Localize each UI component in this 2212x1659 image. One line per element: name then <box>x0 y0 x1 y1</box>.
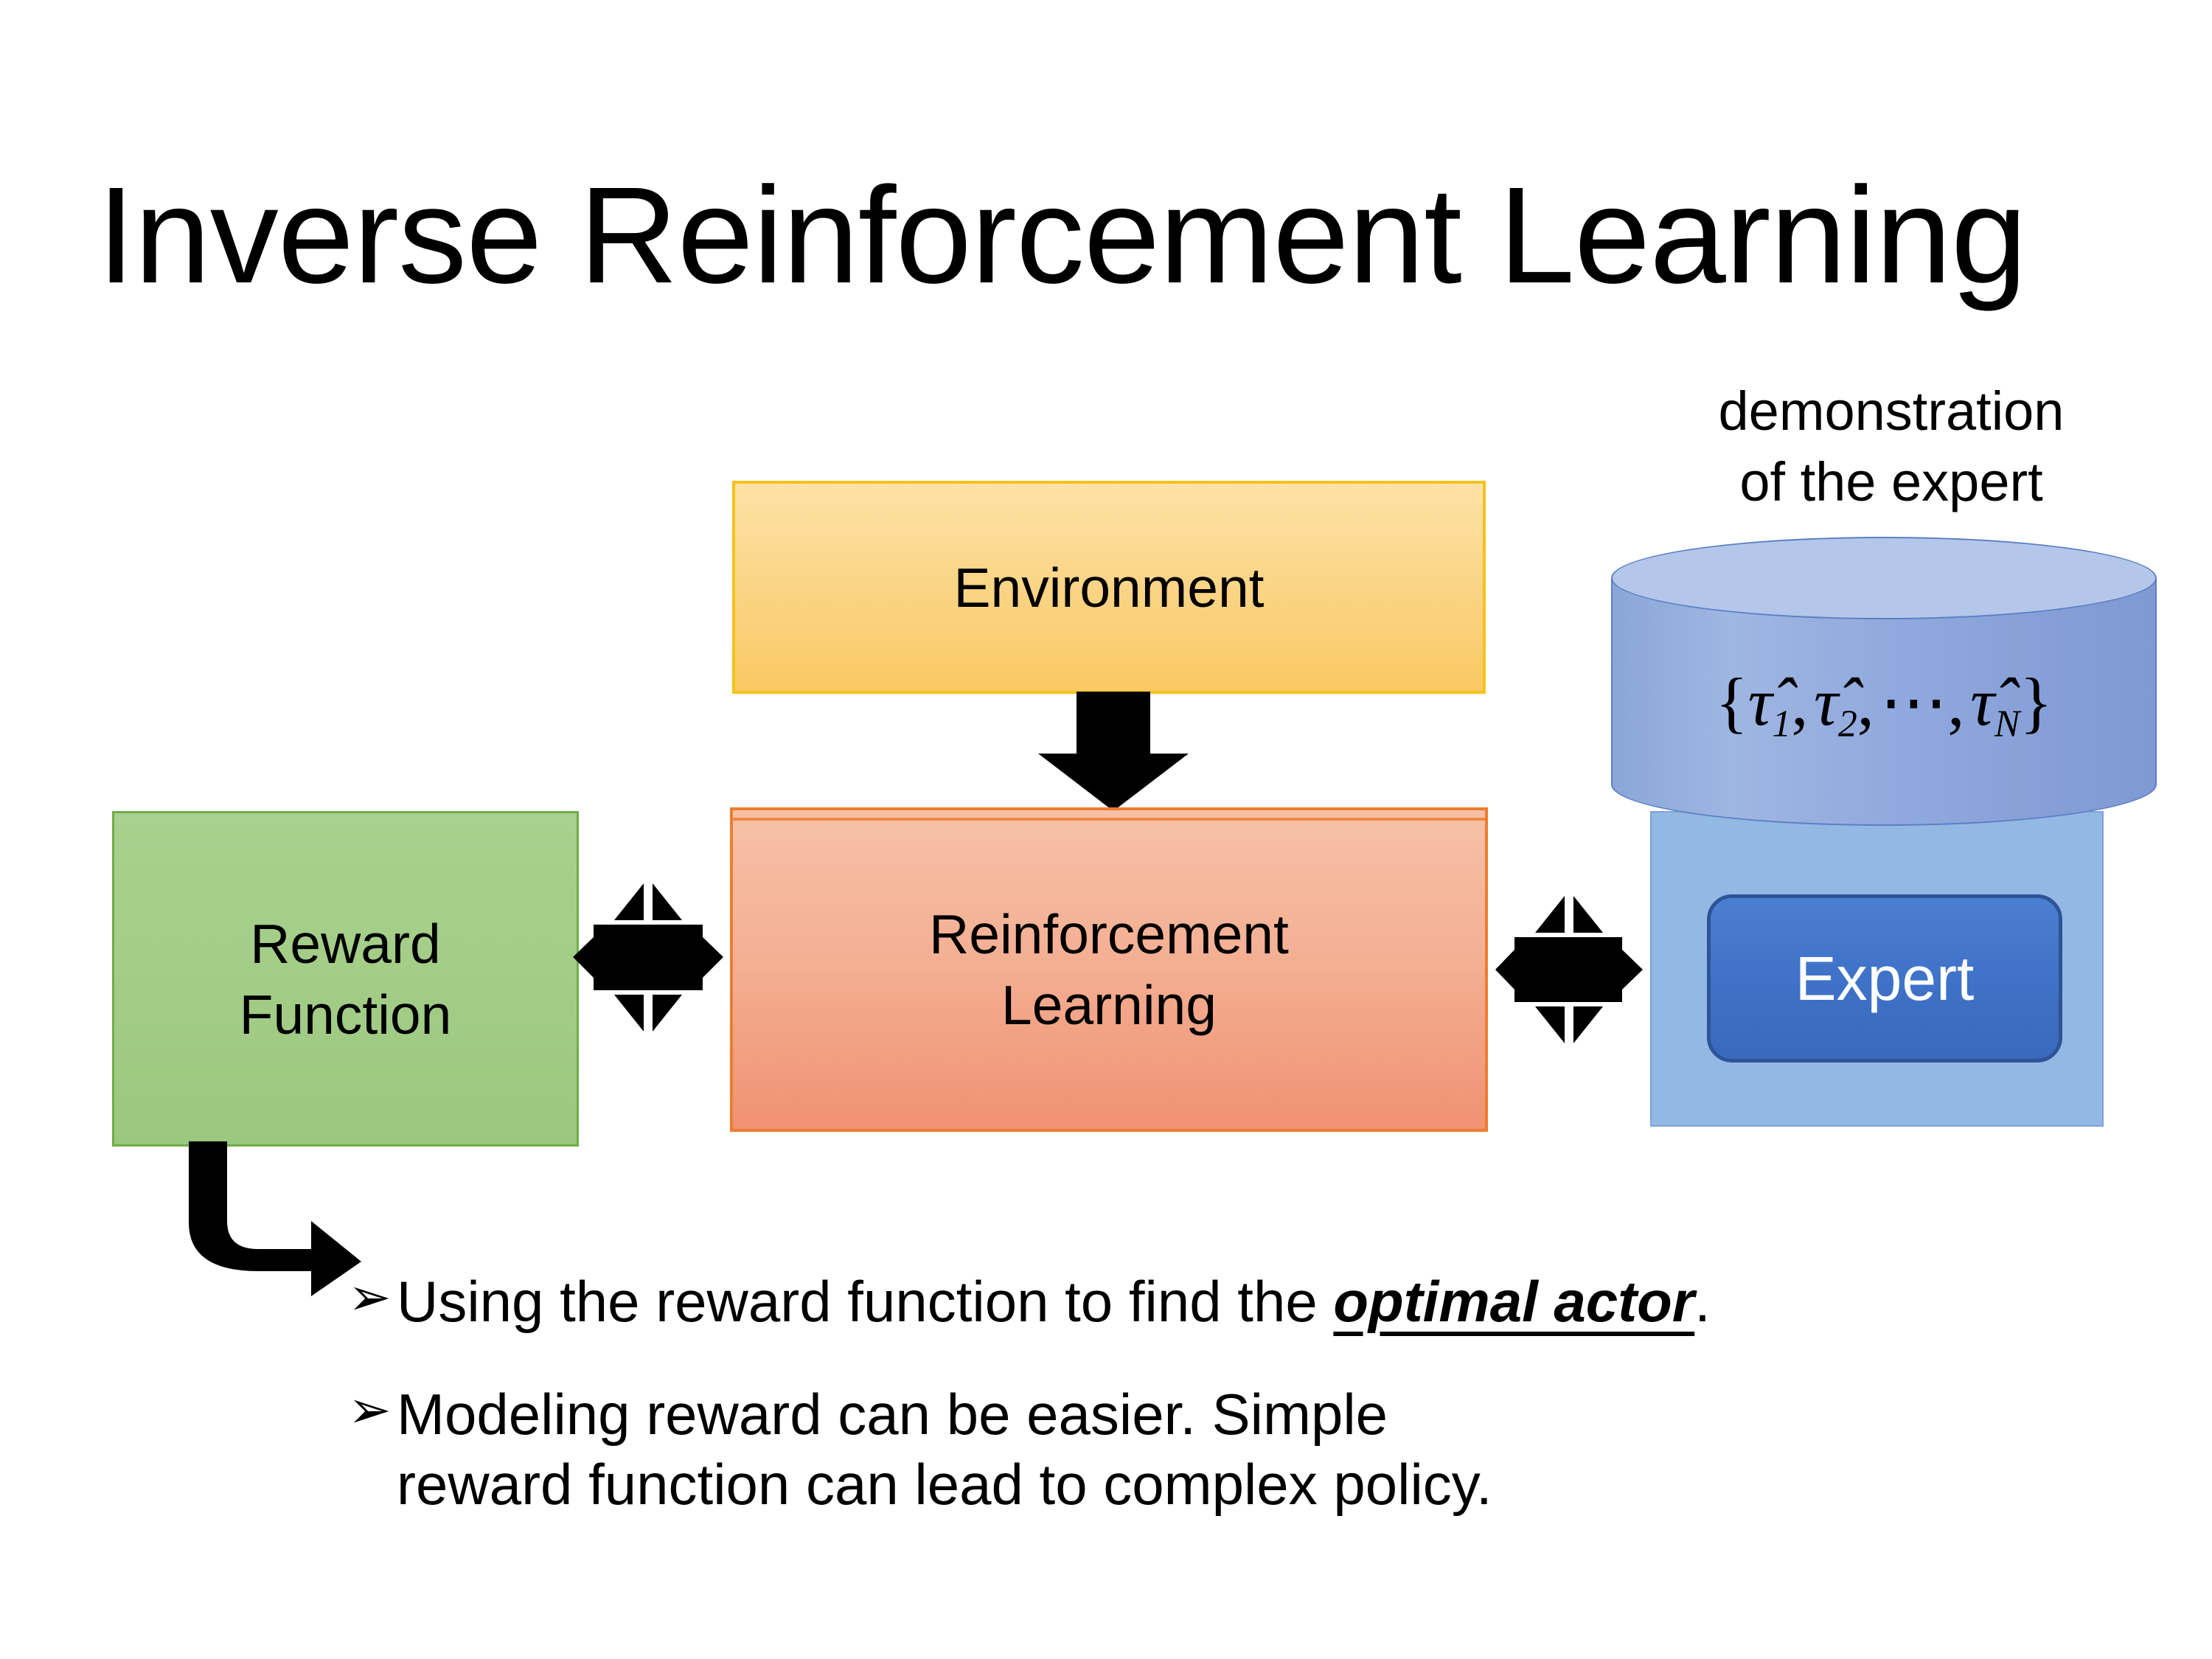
reinforcement-learning-box-label: Reinforcement Learning <box>929 899 1289 1040</box>
bullet-marker-icon: ➢ <box>348 1267 392 1327</box>
arrow-rl-to-expert-four-way <box>1495 896 1643 1043</box>
rl-label-line2: Learning <box>1001 974 1217 1036</box>
reinforcement-learning-box[interactable]: Reinforcement Learning <box>730 807 1488 1132</box>
comma-1: , <box>1791 664 1809 740</box>
demonstration-caption-line2: of the expert <box>1739 451 2043 513</box>
demonstration-caption-line1: demonstration <box>1718 380 2065 442</box>
list-item: ➢ Using the reward function to find the … <box>348 1267 2088 1337</box>
reward-label-line2: Function <box>239 983 452 1046</box>
tau-1-subscript: 1 <box>1772 703 1792 745</box>
demonstration-caption: demonstration of the expert <box>1633 376 2149 518</box>
reward-label-line1: Reward <box>250 912 441 975</box>
bullet-text-after: . <box>1694 1269 1711 1334</box>
comma-3: , <box>1947 664 1965 740</box>
brace-open: { <box>1715 664 1748 740</box>
list-item: ➢ Modeling reward can be easier. Simple … <box>348 1380 2088 1520</box>
expert-button[interactable]: Expert <box>1707 894 2062 1062</box>
page-title: Inverse Reinforcement Learning <box>97 159 2028 312</box>
tau-n: τ̂ <box>1970 664 1995 740</box>
arrow-environment-to-rl <box>1038 692 1189 811</box>
brace-close: } <box>2020 664 2053 740</box>
bullet-text-before: Using the reward function to find the <box>397 1269 1334 1334</box>
reward-function-box[interactable]: Reward Function <box>112 811 579 1147</box>
rl-label-line1: Reinforcement <box>929 903 1289 965</box>
expert-button-label: Expert <box>1795 943 1975 1013</box>
tau-n-subscript: N <box>1994 703 2020 745</box>
bullet-list: ➢ Using the reward function to find the … <box>348 1267 2088 1562</box>
cylinder-top-ellipse <box>1611 537 2157 619</box>
environment-box-label: Environment <box>953 556 1265 619</box>
bullet-text: Modeling reward can be easier. Simple re… <box>397 1382 1492 1517</box>
reward-function-box-label: Reward Function <box>240 908 452 1050</box>
bullet-text: Using the reward function to find the op… <box>397 1267 1711 1337</box>
environment-box[interactable]: Environment <box>732 481 1486 694</box>
ellipsis: ⋯ <box>1879 664 1948 740</box>
trajectory-set-label: {τ̂1, τ̂2, ⋯, τ̂N} <box>1611 662 2157 745</box>
trajectory-database-cylinder[interactable]: {τ̂1, τ̂2, ⋯, τ̂N} <box>1611 537 2157 826</box>
bullet-marker-icon: ➢ <box>348 1380 392 1441</box>
arrow-reward-to-rl-four-way <box>573 883 723 1032</box>
tau-2: τ̂ <box>1814 664 1838 740</box>
arrow-reward-to-bullet-elbow <box>189 1141 361 1296</box>
bullet-emphasis: optimal actor <box>1333 1269 1695 1334</box>
comma-2: , <box>1857 664 1874 740</box>
tau-2-subscript: 2 <box>1837 703 1857 745</box>
tau-1: τ̂ <box>1747 664 1773 740</box>
